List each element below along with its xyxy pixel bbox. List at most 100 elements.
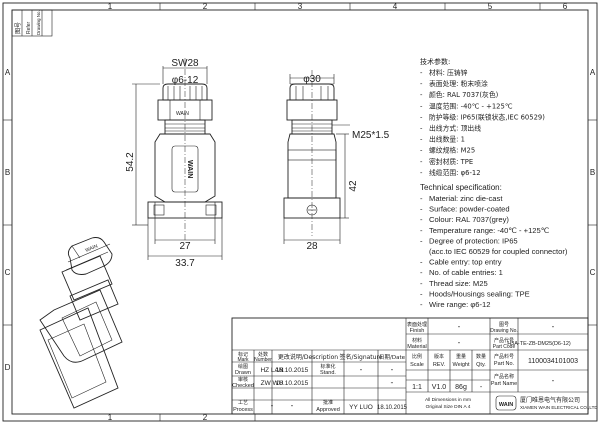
part-code-value: H3A-TE-ZB-DM25(D6-12) bbox=[507, 341, 571, 347]
title-block bbox=[231, 317, 589, 415]
corner-reference: Refer bbox=[26, 21, 32, 34]
spec-cn-bullet: - bbox=[420, 125, 423, 133]
checked-en: Checked bbox=[232, 383, 254, 389]
part-no-value: 1100034101003 bbox=[528, 358, 578, 365]
company-logo bbox=[495, 395, 517, 411]
part-no-cn: 产品料号 bbox=[494, 353, 514, 360]
drawing-no-value: - bbox=[552, 322, 555, 331]
process-en: Process bbox=[233, 407, 253, 413]
qty-cn: 数量 bbox=[476, 353, 486, 360]
spec-cn-bullet: - bbox=[420, 80, 423, 88]
spec-cn-item: 材料: 压铸锌 bbox=[429, 68, 468, 77]
company-cn: 厦门唯恩电气有限公司 bbox=[520, 396, 580, 404]
title-block-text: 表面处理 Finish - 材料 Material - 图号 Drawing N… bbox=[232, 321, 598, 413]
dim-thread: M25*1.5 bbox=[352, 130, 390, 141]
process-cn: 工艺 bbox=[238, 400, 248, 406]
qty-value: - bbox=[480, 384, 483, 391]
spec-en-bullet: - bbox=[420, 268, 423, 277]
row-label: C bbox=[5, 268, 11, 277]
spec-cn-bullet: - bbox=[420, 136, 423, 144]
spec-en-item: Cable entry: top entry bbox=[429, 258, 502, 267]
spec-en-bullet: - bbox=[420, 205, 423, 214]
col-label: 3 bbox=[298, 2, 303, 11]
process-date: - bbox=[291, 401, 294, 410]
part-code-en: Part Code bbox=[493, 344, 516, 350]
spec-cn-item: 密封材质: TPE bbox=[429, 157, 473, 166]
drawn-cn: 绘图 bbox=[238, 363, 248, 370]
specs-cn-list: -材料: 压铸锌-表面处理: 粉末喷涂-颜色: RAL 7037(灰色)-温度范… bbox=[420, 68, 545, 177]
spec-en-item: Surface: powder-coated bbox=[429, 205, 510, 214]
column-ticks bbox=[159, 3, 541, 421]
company-logo-text: WAIN bbox=[499, 402, 513, 408]
spec-cn-bullet: - bbox=[420, 69, 423, 77]
corner-drawing-no-cn: 图号 bbox=[15, 22, 22, 34]
spec-en-item: Material: zinc die-cast bbox=[429, 194, 503, 203]
spec-cn-item: 温度范围: -40℃ - +125℃ bbox=[429, 101, 513, 110]
drawn-name: HZ LAN bbox=[260, 367, 283, 374]
part-name-en: Part Name bbox=[491, 381, 517, 387]
row-label: A bbox=[590, 68, 596, 77]
rev-en: REV. bbox=[433, 362, 446, 368]
scale-cn: 比例 bbox=[412, 353, 422, 360]
checked-name: ZW WU bbox=[261, 380, 284, 387]
hdr-description: 更改说明/Description bbox=[278, 353, 338, 361]
corner-reference-box: 图号 Refer Drawing No. bbox=[11, 9, 53, 37]
col-label: 1 bbox=[108, 413, 113, 422]
company-en: XIAMEN WAIN ELECTRICAL CO.,LTD bbox=[520, 405, 598, 410]
spec-en-bullet: - bbox=[420, 215, 423, 224]
spec-cn-item: 线缆范围: φ6-12 bbox=[429, 168, 481, 177]
hdr-signature: 签名/Signature bbox=[340, 353, 383, 361]
dim-cable-range-front: φ6-12 bbox=[172, 75, 199, 86]
note-dimensions: All Dimensions in mm bbox=[425, 397, 471, 403]
hdr-mark-en: Mark bbox=[237, 357, 249, 363]
rev-value: V1.0 bbox=[432, 384, 447, 391]
nut-brand-iso: WAIN bbox=[85, 243, 100, 254]
dim-sw28: SW28 bbox=[171, 58, 199, 69]
hdr-number-cn: 处数 bbox=[258, 351, 268, 358]
qty-en: Qty. bbox=[476, 362, 486, 368]
nut-brand-front: WAIN bbox=[176, 111, 189, 117]
checked-date: 18.10.2015 bbox=[276, 380, 309, 387]
approved-name: YY LUO bbox=[349, 404, 373, 411]
spec-en-bullet: - bbox=[420, 258, 423, 267]
part-name-cn: 产品名称 bbox=[494, 373, 514, 380]
dim-width-outer: 33.7 bbox=[175, 258, 195, 269]
col-label: 6 bbox=[563, 2, 568, 11]
spec-cn-bullet: - bbox=[420, 102, 423, 110]
material-cn: 材料 bbox=[412, 337, 422, 344]
row-label: A bbox=[5, 68, 11, 77]
dim-side-height: 42 bbox=[348, 180, 359, 192]
spec-cn-item: 螺纹规格: M25 bbox=[429, 146, 475, 155]
specs-cn-title: 技术参数: bbox=[420, 57, 450, 66]
column-labels: 1 2 3 4 5 6 1 2 bbox=[108, 2, 568, 422]
isometric-view bbox=[39, 237, 123, 409]
spec-en-bullet: - bbox=[420, 226, 423, 235]
dim-height-total: 54.2 bbox=[125, 152, 136, 172]
drawn-en: Drawn bbox=[235, 370, 251, 376]
row-labels: A B C D A B C bbox=[3, 68, 597, 372]
specs-en-list: -Material: zinc die-cast-Surface: powder… bbox=[420, 194, 568, 309]
part-name-value: - bbox=[552, 376, 555, 385]
hdr-number-en: Number bbox=[254, 357, 272, 363]
stand-name: - bbox=[360, 365, 363, 374]
brand-front: WAIN bbox=[186, 160, 193, 178]
spec-en-bullet: - bbox=[420, 194, 423, 203]
spec-en-bullet: - bbox=[420, 279, 423, 288]
spec-en-item: Hoods/Housings sealing: TPE bbox=[429, 289, 530, 298]
spec-cn-item: 表面处理: 粉末喷涂 bbox=[429, 79, 488, 88]
corner-drawing-no-en: Drawing No. bbox=[36, 10, 41, 35]
drawn-date: 18.10.2015 bbox=[276, 367, 309, 374]
hdr-mark-cn: 标记 bbox=[238, 351, 248, 358]
side-view bbox=[283, 70, 350, 244]
spec-en-bullet: - bbox=[420, 236, 423, 245]
stand-cn: 标准化 bbox=[320, 363, 335, 370]
dim-side-width: 28 bbox=[306, 241, 318, 252]
col-label: 1 bbox=[108, 2, 113, 11]
spec-cn-item: 防护等级: IP65(联锁状态,IEC 60529) bbox=[429, 112, 545, 121]
spec-cn-item: 出线数量: 1 bbox=[429, 135, 465, 144]
col-label: 4 bbox=[393, 2, 398, 11]
approved-cn: 批准 bbox=[323, 399, 333, 406]
checked-extra: - bbox=[391, 378, 394, 387]
